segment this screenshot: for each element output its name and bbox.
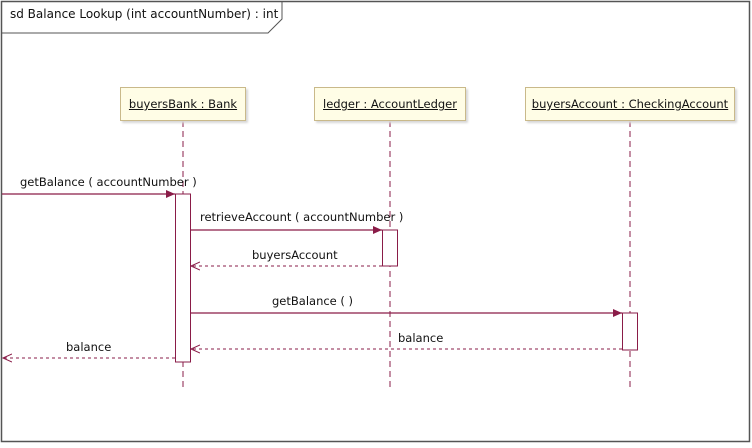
return-balance-caller-label: balance <box>66 340 112 354</box>
lifeline-head-bank: buyersBank : Bank <box>120 87 246 121</box>
message-get-balance-account-label: getBalance ( ) <box>272 294 354 308</box>
frame-title: sd Balance Lookup (int accountNumber) : … <box>10 7 279 21</box>
lifeline-head-account: buyersAccount : CheckingAccount <box>525 87 735 121</box>
activation-ledger <box>382 229 398 267</box>
return-buyers-account-label: buyersAccount <box>252 248 338 262</box>
lifeline-label-account: buyersAccount : CheckingAccount <box>531 97 729 111</box>
frame-label-tab <box>1 1 283 34</box>
activation-bank <box>175 193 191 363</box>
activation-account <box>622 312 638 351</box>
return-balance-account-label: balance <box>398 331 444 345</box>
message-get-balance-label: getBalance ( accountNumber ) <box>20 175 197 189</box>
lifeline-label-bank: buyersBank : Bank <box>128 97 238 111</box>
message-retrieve-account-label: retrieveAccount ( accountNumber ) <box>200 210 404 224</box>
lifeline-label-ledger: ledger : AccountLedger <box>323 97 457 111</box>
lifeline-head-ledger: ledger : AccountLedger <box>314 87 466 121</box>
